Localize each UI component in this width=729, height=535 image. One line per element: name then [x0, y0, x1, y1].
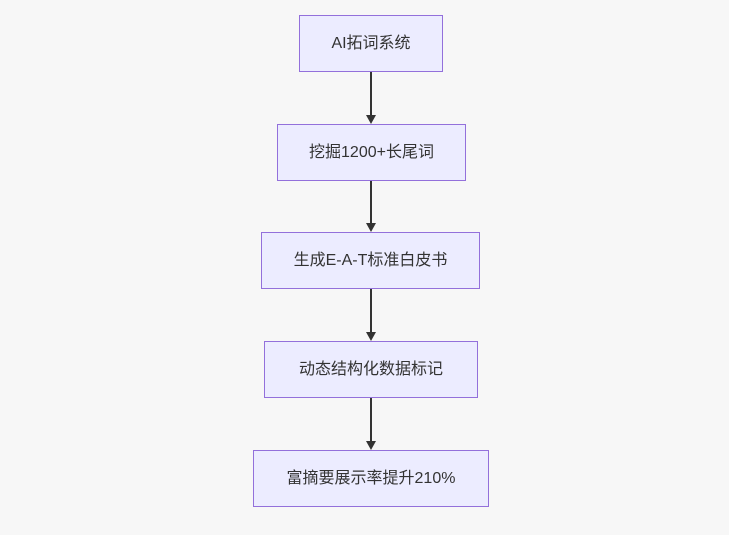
flow-node-rich-snippet-rate-increase: 富摘要展示率提升210% — [253, 450, 489, 507]
arrow-connector-3 — [366, 289, 376, 341]
node-label: 生成E-A-T标准白皮书 — [293, 251, 448, 269]
flow-node-ai-word-expansion-system: AI拓词系统 — [299, 15, 443, 72]
arrow-connector-1 — [366, 72, 376, 124]
arrow-connector-2 — [366, 181, 376, 232]
arrow-connector-4 — [366, 398, 376, 450]
arrow-down-icon — [366, 115, 376, 124]
arrow-down-icon — [366, 441, 376, 450]
flow-node-dynamic-structured-data-markup: 动态结构化数据标记 — [264, 341, 478, 398]
arrow-line — [370, 72, 372, 117]
node-label: 富摘要展示率提升210% — [286, 469, 456, 487]
arrow-line — [370, 289, 372, 334]
arrow-down-icon — [366, 223, 376, 232]
node-label: AI拓词系统 — [331, 34, 411, 52]
arrow-down-icon — [366, 332, 376, 341]
node-label: 挖掘1200+长尾词 — [309, 143, 434, 161]
node-label: 动态结构化数据标记 — [298, 360, 443, 378]
flow-node-generate-eat-whitepaper: 生成E-A-T标准白皮书 — [261, 232, 480, 289]
arrow-line — [370, 181, 372, 225]
flow-node-mine-longtail-keywords: 挖掘1200+长尾词 — [277, 124, 466, 181]
arrow-line — [370, 398, 372, 443]
